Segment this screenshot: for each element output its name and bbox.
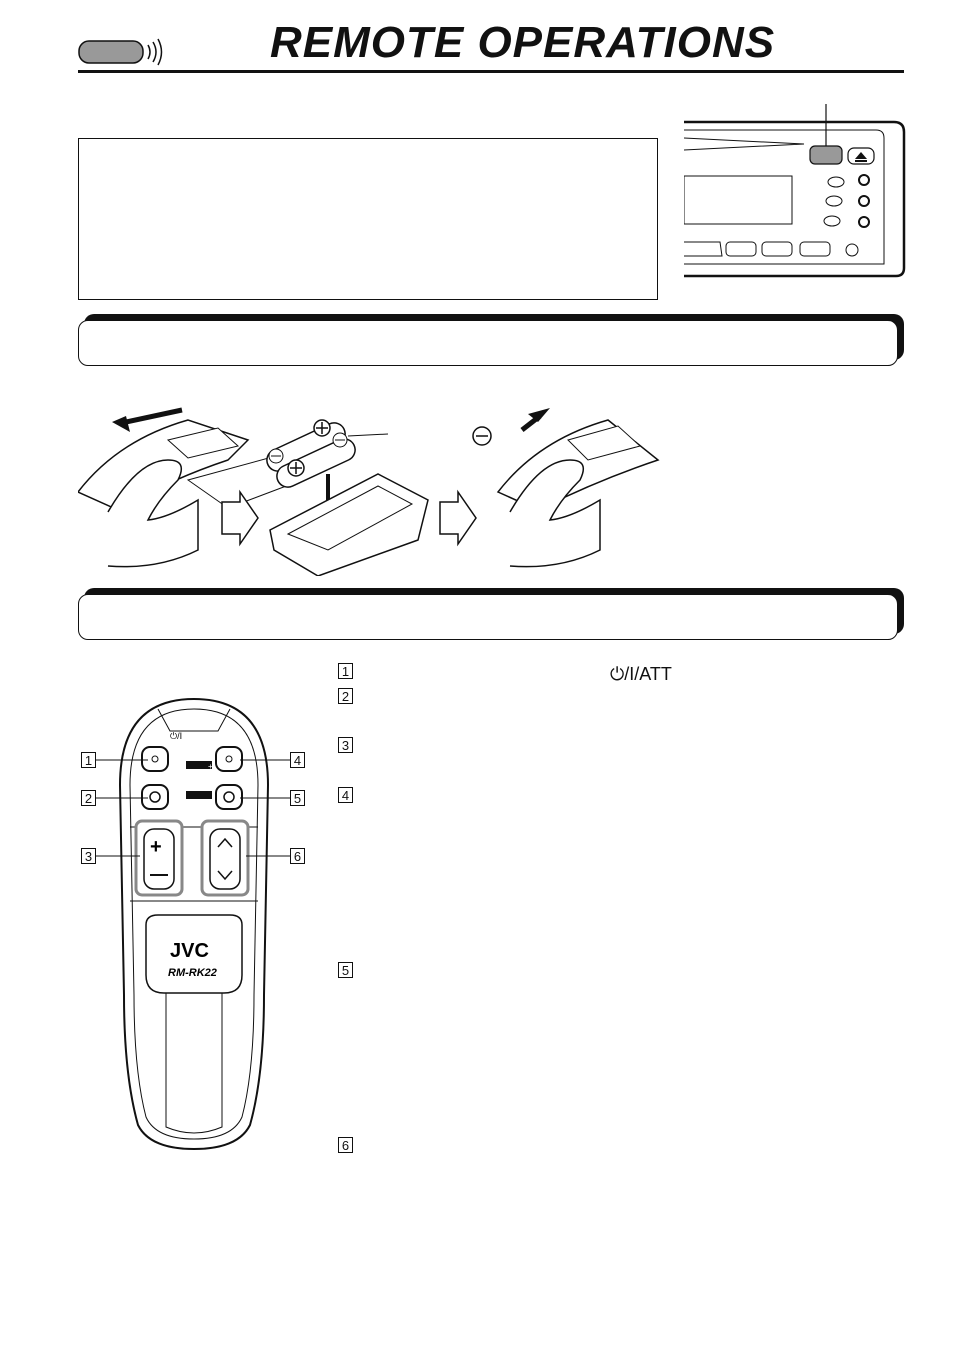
svg-text:+: + bbox=[150, 836, 162, 858]
head-unit-illustration bbox=[683, 104, 908, 285]
callout-number: 6 bbox=[290, 848, 305, 864]
page-title: REMOTE OPERATIONS bbox=[270, 18, 776, 67]
minus-circle-icon bbox=[472, 426, 492, 446]
step-number: 4 bbox=[338, 787, 353, 803]
eject-icon bbox=[847, 147, 875, 165]
remote-illustration: ⏻/I + + JVC RM-RK22 bbox=[118, 695, 270, 1156]
remote-pill-icon bbox=[78, 37, 164, 72]
remote-model: RM-RK22 bbox=[168, 967, 217, 979]
battery-installation-illustration bbox=[76, 400, 678, 581]
callout-number: 2 bbox=[81, 790, 96, 806]
section-bar-battery bbox=[78, 320, 898, 366]
callout-number: 3 bbox=[81, 848, 96, 864]
title-rule bbox=[78, 70, 904, 73]
step1-button-label: ⏻/I/ATT bbox=[610, 664, 672, 684]
step-number: 3 bbox=[338, 737, 353, 753]
callout-lines bbox=[96, 748, 306, 873]
power-symbol-label: ⏻/I bbox=[170, 731, 182, 741]
section-bar-buttons bbox=[78, 594, 898, 640]
arrow-right-icon bbox=[439, 489, 477, 547]
step-number: 5 bbox=[338, 962, 353, 978]
callout-number: 5 bbox=[290, 790, 305, 806]
step-number: 1 bbox=[338, 663, 353, 679]
plus-circle-icon bbox=[287, 419, 331, 477]
callout-number: 1 bbox=[81, 752, 96, 768]
svg-text:+: + bbox=[208, 762, 213, 771]
step-number: 2 bbox=[338, 688, 353, 704]
arrow-right-icon bbox=[221, 489, 259, 547]
step-number: 6 bbox=[338, 1137, 353, 1153]
remote-brand: JVC bbox=[170, 940, 209, 962]
callout-number: 4 bbox=[290, 752, 305, 768]
note-box bbox=[78, 138, 658, 300]
